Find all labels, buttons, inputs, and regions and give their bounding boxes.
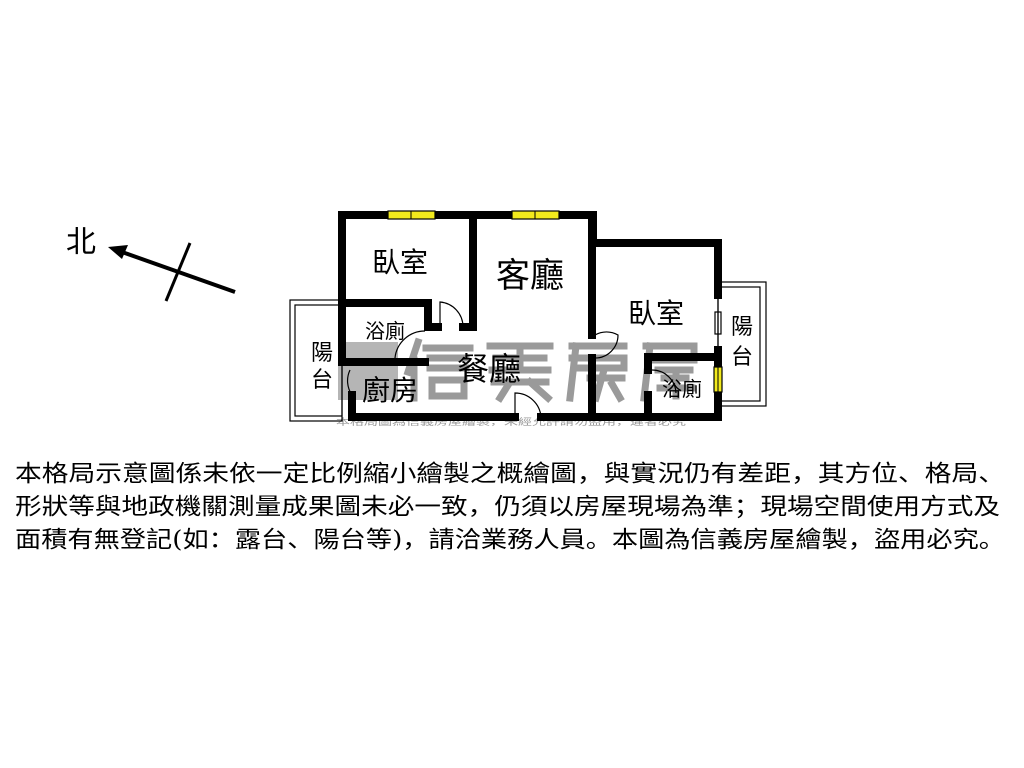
disclaimer-line-2: 形狀等與地政機關測量成果圖未必一致，仍須以房屋現場為準；現場空間使用方式及: [15, 494, 1000, 520]
room-label-bedroom-2: 臥室: [628, 297, 684, 330]
sliding-door: [714, 311, 722, 335]
disclaimer-line-3: 面積有無登記(如：露台、陽台等)，請洽業務人員。本圖為信義房屋繪製，盜用必究。: [15, 527, 1005, 553]
compass-crossbar: [164, 242, 192, 302]
room-label-bathroom-2: 浴廁: [662, 377, 702, 401]
room-label-living-room: 客廳: [496, 256, 564, 296]
room-label-bathroom-1: 浴廁: [365, 319, 405, 343]
windows: [387, 210, 723, 393]
balcony-right: [717, 281, 767, 407]
north-compass: 北: [66, 225, 236, 302]
room-label-balcony-left-2: 台: [311, 368, 333, 393]
room-label-balcony-left-1: 陽: [311, 341, 333, 366]
disclaimer-line-1: 本格局示意圖係未依一定比例縮小繪製之概繪圖，與實況仍有差距，其方位、格局、: [15, 461, 1005, 487]
room-label-balcony-right-1: 陽: [731, 315, 753, 340]
north-label: 北: [66, 225, 96, 260]
room-label-dining-room: 餐廳: [457, 350, 521, 388]
doors: [346, 301, 677, 418]
room-label-balcony-right-2: 台: [731, 345, 753, 370]
arrow-head-icon: [108, 245, 128, 259]
room-label-kitchen: 廚房: [362, 374, 418, 407]
room-label-bedroom-1: 臥室: [372, 246, 428, 279]
